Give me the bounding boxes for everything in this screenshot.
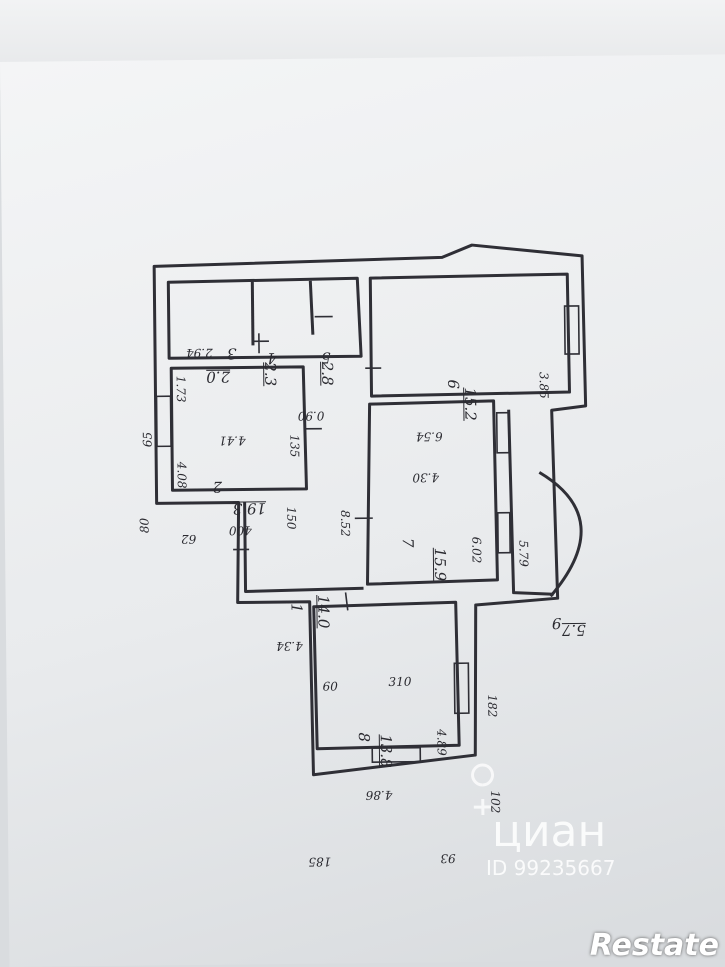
outer-wall (152, 243, 588, 777)
room-5-area: 2.8 (318, 361, 337, 386)
dim-150: 150 (284, 506, 299, 530)
dim-93: 93 (440, 851, 456, 866)
dim-60: 60 (322, 679, 338, 694)
room-3-area: 2.0 (206, 367, 231, 386)
window-room-8-side (453, 662, 470, 715)
wall-room-9-left (507, 409, 554, 596)
dim-185: 185 (308, 854, 332, 869)
room-2-area: 19.3 (232, 499, 267, 518)
room-8-num: 8 (354, 732, 373, 743)
room-3-num: 3 (226, 344, 237, 363)
wall-room-2 (169, 365, 308, 492)
wall-room-9-bay (538, 471, 583, 598)
watermark-id: ID 99235667 (486, 856, 616, 880)
dim-579: 5.79 (516, 540, 531, 567)
dim-135: 135 (287, 434, 302, 458)
dim-430: 4.30 (412, 470, 440, 485)
dim-408: 4.08 (174, 461, 189, 489)
room-9-num: 9 (551, 614, 562, 633)
room-1-area: 14.0 (314, 594, 333, 629)
wall-room-7 (365, 399, 499, 586)
dim-602: 6.02 (469, 536, 484, 564)
window-room-7a (495, 411, 510, 454)
window-room-6 (563, 305, 580, 355)
dim-310: 310 (388, 674, 412, 689)
dim-62: 62 (180, 531, 197, 547)
dim-294: 2.94 (185, 345, 213, 361)
dim-090: 0.90 (297, 408, 325, 423)
dim-434: 4.34 (276, 638, 303, 654)
room-9-area: 5.7 (561, 620, 586, 640)
dim-182: 182 (485, 694, 500, 718)
window-room-8-bottom (371, 746, 422, 763)
room-6-num: 6 (444, 379, 463, 390)
corner-brand-logo: Restate (589, 928, 719, 963)
room-8-area: 13.8 (376, 734, 396, 768)
wall-partition-45 (308, 280, 315, 335)
wall-room-8 (312, 600, 461, 751)
room-7-num: 7 (398, 537, 417, 548)
dim-489: 4.89 (434, 728, 449, 756)
dim-173: 1.73 (173, 375, 188, 403)
dim-385: 3.85 (536, 371, 551, 399)
room-4-area: 2.3 (261, 362, 280, 387)
dim-80: 80 (137, 517, 152, 534)
room-1-num: 1 (287, 603, 306, 613)
wall-corridor-1 (243, 502, 364, 593)
room-2-num: 2 (212, 477, 223, 496)
floor-plan-paper: 3 2.0 4 2.3 5 2.8 6 15.2 2 19.3 7 15.9 1… (0, 54, 725, 967)
wall-room-6 (368, 272, 571, 398)
dim-65: 65 (140, 431, 155, 448)
dim-486: 4.86 (365, 787, 393, 803)
dim-654: 6.54 (415, 429, 443, 444)
dim-400: 400 (228, 523, 252, 538)
watermark-brand: циан (492, 806, 607, 857)
map-pin-icon (471, 763, 495, 816)
window-room-7b (496, 511, 511, 554)
room-6-area: 15.2 (461, 387, 480, 421)
wall-utility-row (166, 276, 363, 360)
room-7-area: 15.9 (430, 547, 450, 582)
floor-plan-drawing (152, 243, 588, 816)
window-room-2 (155, 395, 172, 448)
dim-441: 4.41 (218, 433, 246, 448)
door-ticks (233, 315, 382, 611)
wall-partition-34 (250, 281, 255, 346)
dim-852: 8.52 (338, 509, 353, 537)
